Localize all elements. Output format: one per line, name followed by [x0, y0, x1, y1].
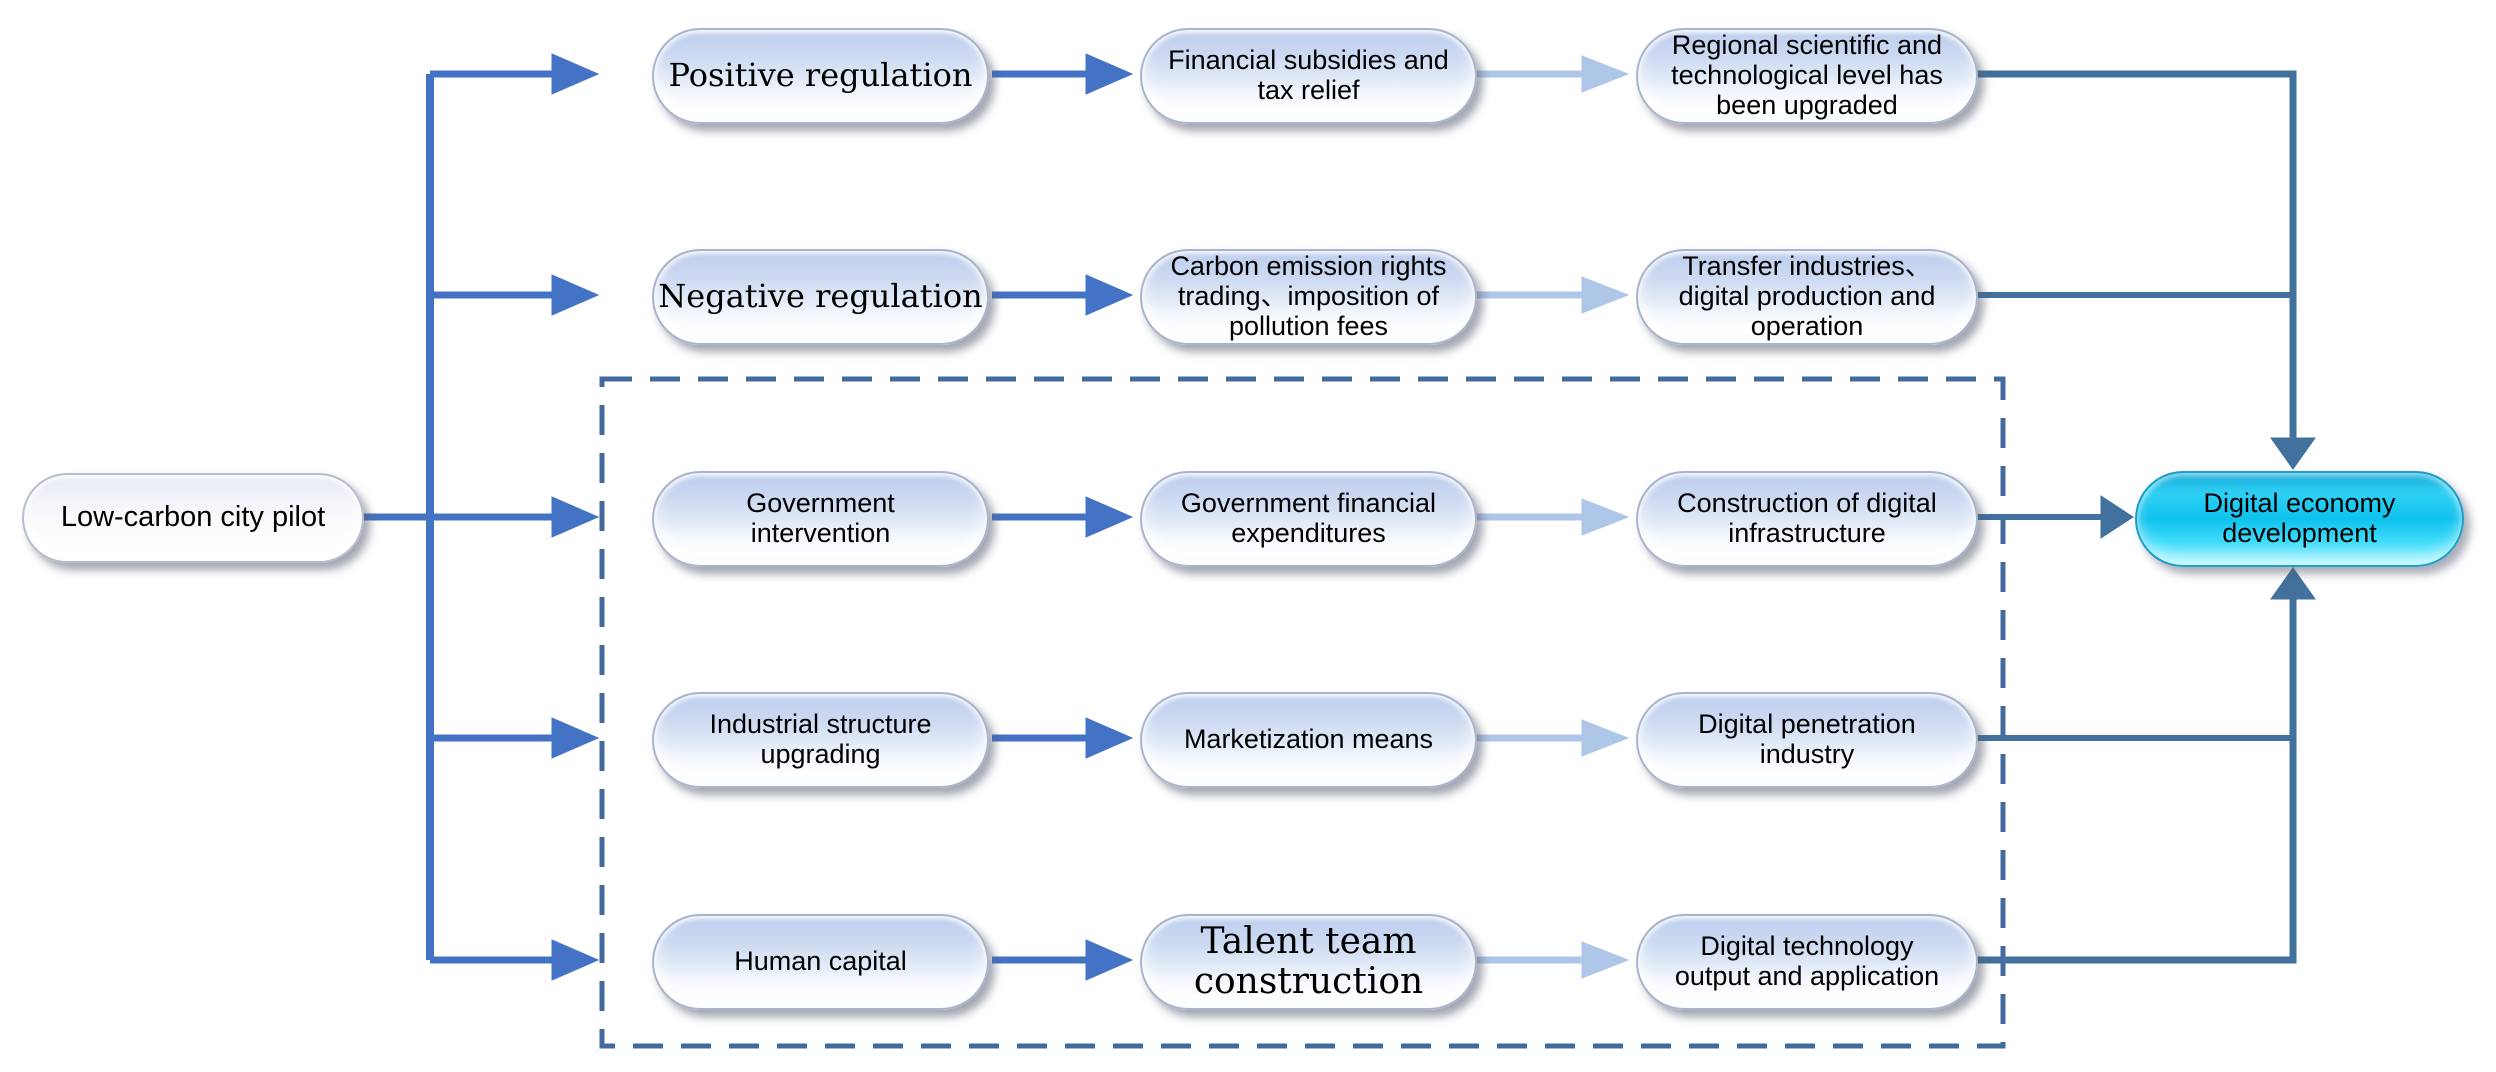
node-digital-technology-output-application: Digital technology output and applicatio…	[1636, 914, 1978, 1010]
node-label: Human capital	[734, 946, 907, 977]
node-digital-penetration-industry: Digital penetration industry	[1636, 692, 1978, 788]
node-label: Financial subsidies and tax relief	[1168, 45, 1449, 105]
node-label: Digital economy development	[2203, 488, 2396, 548]
node-digital-economy-development: Digital economy development	[2135, 471, 2464, 567]
node-label: Construction of digital infrastructure	[1677, 488, 1937, 548]
node-human-capital: Human capital	[652, 914, 989, 1010]
node-talent-team-construction: Talent team construction	[1140, 914, 1477, 1010]
node-label: Industrial structure upgrading	[709, 709, 932, 769]
instrument-to-outcome-arrows	[1476, 55, 1630, 979]
node-label: Talent team construction	[1193, 921, 1424, 1002]
arrow-to-industrial-structure	[551, 717, 600, 759]
outcome-to-target-wires	[1974, 70, 2316, 964]
source-branch-wires	[360, 53, 600, 981]
node-positive-regulation: Positive regulation	[652, 28, 989, 124]
arrow-to-human-capital	[551, 939, 600, 981]
node-government-financial-expenditures: Government financial expenditures	[1140, 471, 1477, 567]
mechanism-to-instrument-arrows	[992, 53, 1134, 981]
node-marketization-means: Marketization means	[1140, 692, 1477, 788]
node-label: Positive regulation	[668, 56, 973, 95]
arrow-into-target-bottom	[2270, 567, 2316, 600]
node-label: Digital penetration industry	[1698, 709, 1916, 769]
node-industrial-structure-upgrading: Industrial structure upgrading	[652, 692, 989, 788]
mediation-dashed-box	[599, 376, 2006, 1049]
node-label: Government financial expenditures	[1180, 488, 1437, 548]
node-label: Regional scientific and technological le…	[1671, 30, 1943, 120]
node-label: Transfer industries、digital production a…	[1678, 251, 1936, 341]
node-transfer-industries-digital-production: Transfer industries、digital production a…	[1636, 249, 1978, 345]
node-carbon-trading-pollution-fees: Carbon emission rights trading、impositio…	[1140, 249, 1477, 345]
node-negative-regulation: Negative regulation	[652, 249, 989, 345]
arrow-to-positive-regulation	[551, 53, 600, 95]
arrow-to-government-intervention	[551, 496, 600, 538]
arrow-into-target-top	[2270, 437, 2316, 470]
node-regional-sci-tech-upgraded: Regional scientific and technological le…	[1636, 28, 1978, 124]
node-label: Negative regulation	[658, 277, 983, 316]
arrow-to-negative-regulation	[551, 274, 600, 316]
node-government-intervention: Government intervention	[652, 471, 989, 567]
arrow-into-target-left	[2100, 495, 2134, 539]
node-label: Digital technology output and applicatio…	[1674, 931, 1940, 991]
node-label: Government intervention	[746, 488, 895, 548]
node-low-carbon-city-pilot: Low-carbon city pilot	[22, 473, 364, 563]
node-construction-digital-infrastructure: Construction of digital infrastructure	[1636, 471, 1978, 567]
node-label: Low-carbon city pilot	[60, 501, 326, 534]
node-label: Marketization means	[1183, 724, 1434, 755]
node-financial-subsidies-tax-relief: Financial subsidies and tax relief	[1140, 28, 1477, 124]
node-label: Carbon emission rights trading、impositio…	[1170, 251, 1447, 341]
